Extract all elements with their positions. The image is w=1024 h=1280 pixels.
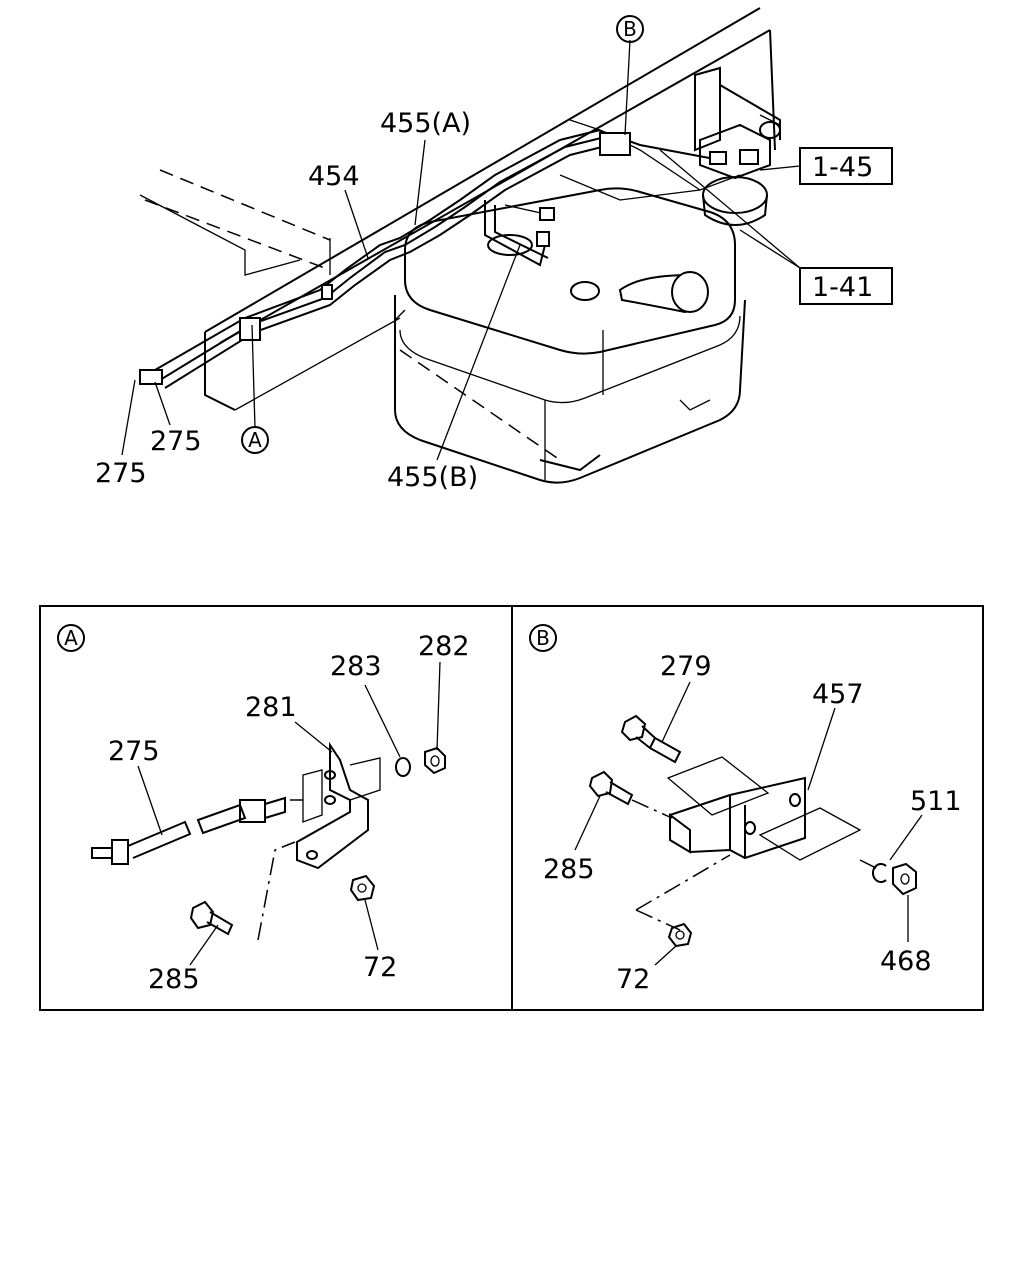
line-clips (139, 132, 631, 385)
part-275-hose (91, 796, 286, 865)
part-468-nut (892, 862, 917, 896)
frame-rail (139, 7, 776, 411)
detail-a-leaders (137, 661, 441, 966)
detail-a-marker: A (57, 624, 85, 652)
fuel-lines (154, 119, 741, 389)
label-1-41: 1-41 (812, 272, 873, 303)
label-455b: 455(B) (387, 462, 478, 493)
main-leader-lines (121, 39, 801, 461)
label-72-b: 72 (616, 964, 650, 995)
part-279-stud (620, 714, 682, 764)
detail-b-axis-3 (631, 799, 673, 819)
callout-a: A (241, 426, 269, 454)
label-457: 457 (812, 679, 864, 710)
detail-a: A (57, 624, 470, 995)
detail-b-axis-2 (635, 854, 731, 911)
part-283-washer (395, 757, 411, 777)
ref-box-1-41 (799, 267, 893, 305)
detail-b-marker-text: B (536, 626, 550, 650)
label-283: 283 (330, 651, 382, 682)
callout-b: B (616, 15, 644, 43)
fuel-filter-assembly (694, 66, 781, 226)
part-457-bracket (666, 756, 862, 861)
label-285-b: 285 (543, 854, 595, 885)
label-281: 281 (245, 692, 297, 723)
detail-b-leaders (574, 681, 923, 966)
detail-b-axis-4 (859, 859, 881, 871)
detail-b-axis-1 (635, 909, 681, 931)
label-275-upper: 275 (150, 426, 202, 457)
part-281-bracket (296, 741, 381, 870)
label-1-45: 1-45 (812, 152, 873, 183)
detail-a-assembly-axis (257, 841, 296, 941)
label-275: 275 (108, 736, 160, 767)
detail-b: B (529, 624, 962, 995)
part-285-bolt (189, 900, 234, 936)
part-282-nut (424, 746, 446, 775)
label-275-lower: 275 (95, 458, 147, 489)
label-285: 285 (148, 964, 200, 995)
label-455a: 455(A) (380, 108, 471, 139)
label-279: 279 (660, 651, 712, 682)
fuel-tank (394, 187, 746, 484)
part-72-nut (349, 874, 376, 902)
label-282: 282 (418, 631, 470, 662)
detail-a-marker-text: A (64, 626, 78, 650)
label-511: 511 (910, 786, 962, 817)
callout-a-text: A (248, 428, 262, 452)
label-468: 468 (880, 946, 932, 977)
part-72-nut-b (667, 922, 693, 948)
main-assembly: 455(A) 454 1-45 1-41 275 275 455(B) A B (95, 7, 893, 493)
label-454: 454 (308, 161, 360, 192)
part-511-clip (872, 863, 887, 883)
part-285-bolt-b (588, 770, 634, 806)
detail-b-marker: B (529, 624, 557, 652)
callout-b-text: B (623, 17, 637, 41)
label-72: 72 (363, 952, 397, 983)
ref-box-1-45 (799, 147, 893, 185)
